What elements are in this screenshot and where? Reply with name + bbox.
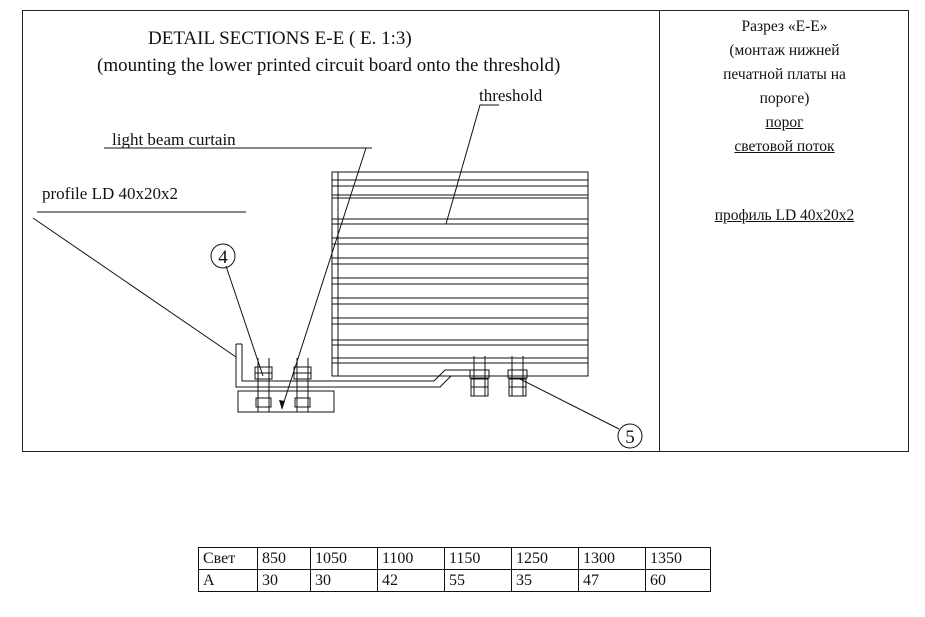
table-cell: 1150 xyxy=(444,547,512,570)
table-cell: 47 xyxy=(578,569,646,592)
table-cell: 30 xyxy=(310,569,378,592)
table-cell: 1100 xyxy=(377,547,445,570)
table-cell: 1250 xyxy=(511,547,579,570)
ru-section-title: Разрез «Е-Е» xyxy=(741,18,828,35)
callout-5-circle xyxy=(617,423,643,449)
drawing-frame xyxy=(22,10,909,452)
callout-5-number: 5 xyxy=(625,427,635,448)
ru-subtitle-line-1: (монтаж нижней xyxy=(729,42,840,59)
label-threshold: threshold xyxy=(479,86,543,105)
bolt-left-1 xyxy=(254,358,273,412)
table-cell: 1300 xyxy=(578,547,646,570)
table-cell: 850 xyxy=(257,547,311,570)
ru-threshold-label: порог xyxy=(765,114,804,131)
light-beam-arrowhead xyxy=(279,400,285,410)
label-profile: profile LD 40x20x2 xyxy=(42,184,178,203)
table-cell: A xyxy=(198,569,258,592)
threshold-leader xyxy=(445,104,499,225)
callout-4-circle xyxy=(210,243,236,269)
table-row: A 30 30 42 55 35 47 60 xyxy=(198,569,711,592)
callout-4-number: 4 xyxy=(218,247,228,268)
table-cell: 30 xyxy=(257,569,311,592)
table-cell: Свет xyxy=(198,547,258,570)
callout-4-leader xyxy=(225,265,264,377)
table-cell: 55 xyxy=(444,569,512,592)
table-cell: 35 xyxy=(511,569,579,592)
callout-5-leader xyxy=(519,378,620,430)
table-cell: 60 xyxy=(645,569,711,592)
bolt-right-1 xyxy=(469,356,490,397)
drawing-subtitle: (mounting the lower printed circuit boar… xyxy=(97,55,561,76)
bolt-left-2 xyxy=(293,358,312,412)
dimension-table: Свет 850 1050 1100 1150 1250 1300 1350 A… xyxy=(198,547,711,592)
light-beam-leader xyxy=(281,147,372,409)
table-cell: 1050 xyxy=(310,547,378,570)
profile-bracket xyxy=(235,343,470,388)
ru-subtitle-line-3: пороге) xyxy=(759,90,810,107)
label-light-beam-curtain: light beam curtain xyxy=(112,130,236,149)
bolt-right-2 xyxy=(507,356,528,397)
drawing-title: DETAIL SECTIONS E-E ( E. 1:3) xyxy=(148,28,412,49)
table-cell: 42 xyxy=(377,569,445,592)
profile-leader xyxy=(32,217,237,358)
ru-light-flow-label: световой поток xyxy=(734,138,835,155)
panel-divider xyxy=(659,10,660,452)
ru-subtitle-line-2: печатной платы на xyxy=(723,66,846,83)
threshold-body xyxy=(331,171,589,377)
ru-profile-label: профиль LD 40x20x2 xyxy=(714,207,855,224)
lower-pcb xyxy=(237,390,335,413)
table-cell: 1350 xyxy=(645,547,711,570)
table-row: Свет 850 1050 1100 1150 1250 1300 1350 xyxy=(198,547,711,570)
